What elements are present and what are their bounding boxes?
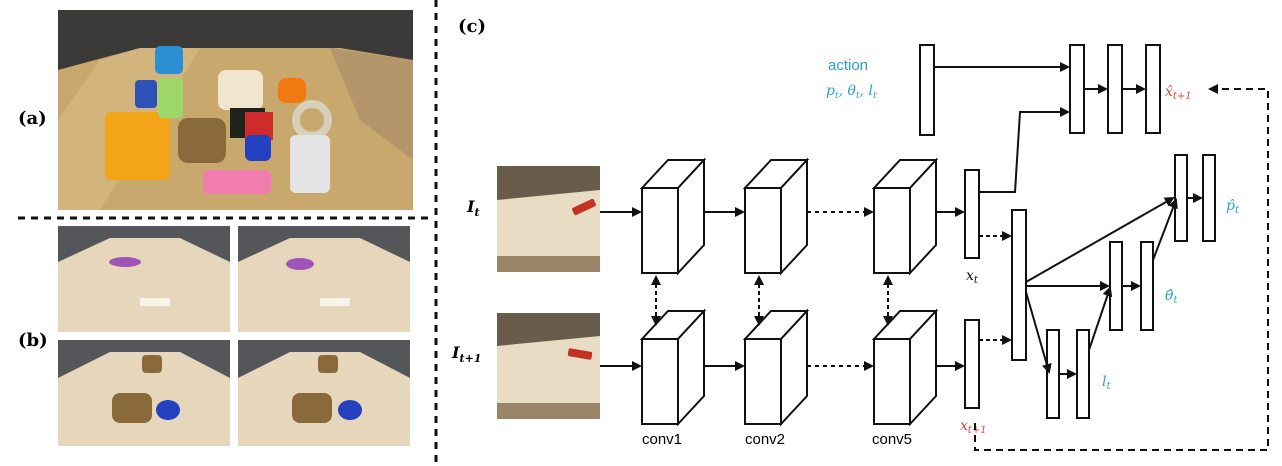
label-x-t1: xt+1 bbox=[960, 418, 987, 436]
label-x-t: xt bbox=[966, 268, 979, 286]
forward-layer-2 bbox=[1107, 44, 1123, 134]
forward-layer-3 bbox=[1145, 44, 1161, 134]
arrow-xt-forward bbox=[979, 107, 1070, 193]
input-image-top bbox=[497, 166, 600, 272]
label-x-hat: x̂t+1 bbox=[1165, 84, 1192, 102]
blue-toy-icon bbox=[155, 46, 183, 74]
photo-b3 bbox=[58, 340, 230, 446]
arrow-theta-p bbox=[1152, 198, 1178, 261]
concat-layer bbox=[1011, 209, 1027, 361]
label-l: lt bbox=[1102, 374, 1111, 392]
photo-b1 bbox=[58, 226, 230, 332]
conv1-block-bottom bbox=[639, 308, 707, 427]
panel-a-label: (a) bbox=[18, 108, 47, 129]
feature-x-t bbox=[964, 169, 980, 259]
action-title: action bbox=[828, 57, 868, 74]
photo-cluttered-objects bbox=[58, 10, 413, 210]
arrow-concat-p bbox=[1025, 197, 1175, 283]
plush-toy-icon bbox=[178, 118, 226, 163]
action-params: pt, θt, lt bbox=[826, 83, 877, 101]
panel-b: (b) bbox=[18, 226, 410, 446]
label-I-t: It bbox=[466, 197, 480, 219]
conv5-label: conv5 bbox=[872, 431, 912, 448]
photo-b2 bbox=[238, 226, 410, 332]
orange-toy-icon bbox=[278, 78, 306, 103]
photo-b4 bbox=[238, 340, 410, 446]
conv1-block-top bbox=[639, 157, 707, 276]
panel-a: (a) bbox=[18, 10, 413, 210]
striped-toy-icon bbox=[290, 135, 330, 193]
conv1-label: conv1 bbox=[642, 431, 682, 448]
l-layer-1 bbox=[1046, 329, 1060, 419]
p-layer-1 bbox=[1174, 154, 1188, 242]
arrow-l-theta bbox=[1088, 286, 1113, 351]
label-theta-hat: θ̂t bbox=[1165, 288, 1178, 306]
conv2-block-bottom bbox=[742, 308, 810, 427]
panel-c: (c) It It+1 bbox=[451, 16, 1269, 451]
feature-x-t1 bbox=[964, 319, 980, 409]
yellow-object-icon bbox=[105, 112, 170, 180]
theta-layer-2 bbox=[1140, 241, 1154, 331]
conv5-block-bottom bbox=[871, 308, 939, 427]
conv2-label: conv2 bbox=[745, 431, 785, 448]
arrow-concat-l bbox=[1025, 291, 1052, 374]
white-toy-icon bbox=[218, 70, 263, 110]
blue-block-icon bbox=[245, 135, 271, 161]
pink-bottle-icon bbox=[203, 170, 271, 194]
p-layer-2 bbox=[1202, 154, 1216, 242]
panel-c-label: (c) bbox=[458, 16, 486, 37]
forward-layer-1 bbox=[1069, 44, 1085, 134]
l-layer-2 bbox=[1076, 329, 1090, 419]
green-bottle-icon bbox=[158, 78, 183, 118]
feedback-loop-dashed bbox=[974, 84, 1269, 451]
conv2-block-top bbox=[742, 157, 810, 276]
theta-layer-1 bbox=[1109, 241, 1123, 331]
conv5-block-top bbox=[871, 157, 939, 276]
label-p-hat: p̂t bbox=[1226, 198, 1240, 216]
panel-b-label: (b) bbox=[18, 330, 48, 351]
blue-cup-icon bbox=[135, 80, 157, 108]
label-I-t1: It+1 bbox=[451, 343, 481, 365]
input-image-bottom bbox=[497, 313, 600, 419]
action-vector bbox=[919, 44, 935, 136]
